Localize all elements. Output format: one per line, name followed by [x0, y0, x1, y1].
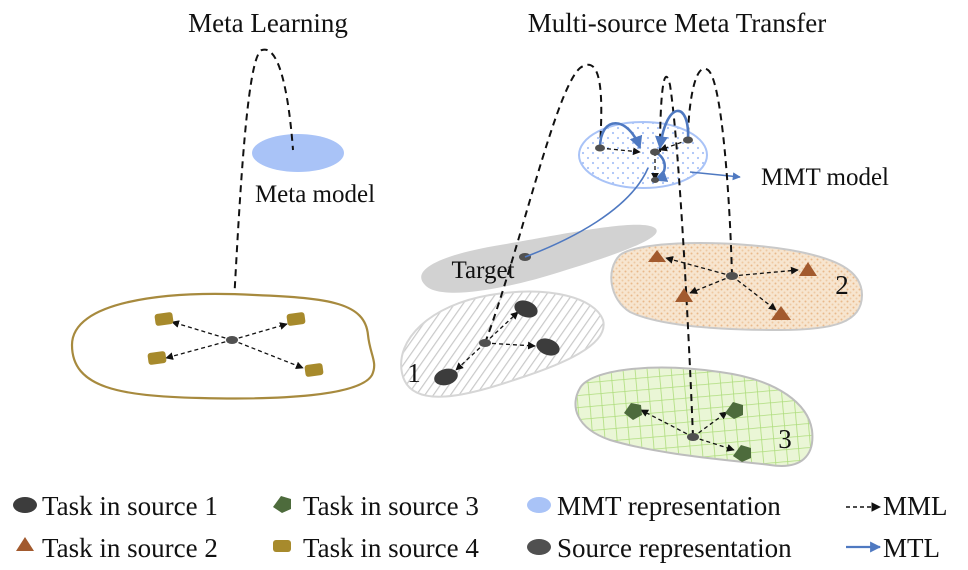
source4-task — [147, 351, 167, 365]
mmt-model-pointer — [689, 171, 741, 181]
source1-task — [514, 300, 538, 318]
source3-task — [733, 445, 751, 462]
meta-learning-panel: Meta Learning Meta model — [70, 8, 376, 400]
source3-task — [624, 403, 642, 420]
legend-source-representation-icon — [527, 539, 551, 555]
legend-source2-label: Task in source 2 — [42, 533, 218, 563]
mml-loops — [484, 64, 733, 438]
source3-region — [574, 366, 814, 467]
source2-representation — [726, 272, 738, 280]
meta-model-mml-link — [231, 48, 294, 337]
source4-representation — [226, 336, 238, 344]
mmt-model-label: MMT model — [761, 164, 889, 191]
meta-model-label: Meta model — [255, 181, 375, 208]
legend: Task in source 1 Task in source 3 MMT re… — [13, 491, 948, 563]
source1-arrows — [455, 311, 536, 371]
source1-task — [536, 338, 560, 356]
legend-source3-icon — [273, 496, 291, 513]
mmt-panel: Multi-source Meta Transfer Target 1 2 3 … — [400, 8, 889, 467]
source4-arrows — [165, 320, 304, 370]
mmt-source-representation — [651, 177, 659, 183]
legend-mml-label: MML — [883, 491, 948, 521]
source2-task — [648, 250, 666, 262]
meta-learning-title: Meta Learning — [188, 8, 348, 38]
legend-source-representation-label: Source representation — [557, 533, 792, 563]
source4-task — [286, 312, 306, 326]
mmt-source-representation — [595, 144, 605, 152]
meta-model-ellipse — [252, 134, 344, 172]
mmt-source-representation — [683, 136, 693, 144]
source1-representation — [479, 339, 491, 347]
legend-mmt-representation-label: MMT representation — [557, 491, 781, 521]
source2-region — [610, 242, 864, 332]
source2-task — [799, 262, 817, 276]
legend-source4-icon — [273, 540, 291, 552]
source4-task — [154, 312, 174, 326]
source2-arrows — [665, 256, 799, 311]
source3-representation — [687, 433, 699, 441]
legend-source4-label: Task in source 4 — [303, 533, 479, 563]
source3-task — [725, 402, 743, 419]
legend-source1-icon — [13, 497, 37, 513]
source3-arrows — [640, 409, 735, 452]
source4-region — [70, 292, 376, 400]
mmt-source-representation — [650, 148, 660, 156]
legend-source2-icon — [16, 537, 34, 551]
target-label: Target — [451, 257, 514, 284]
source4-task — [304, 363, 324, 377]
legend-source1-label: Task in source 1 — [42, 491, 218, 521]
target-mtl-link — [524, 167, 649, 258]
mmt-title: Multi-source Meta Transfer — [528, 8, 826, 38]
source1-task — [434, 368, 458, 386]
legend-source3-label: Task in source 3 — [303, 491, 479, 521]
legend-mmt-representation-icon — [527, 497, 551, 513]
source2-task — [675, 288, 693, 302]
source2-task — [771, 306, 791, 320]
target-region — [421, 224, 657, 293]
mmt-model-ellipse — [578, 121, 708, 189]
source3-label: 3 — [778, 424, 792, 454]
source1-label: 1 — [407, 358, 421, 388]
legend-mtl-label: MTL — [883, 533, 940, 563]
source2-label: 2 — [835, 270, 849, 300]
